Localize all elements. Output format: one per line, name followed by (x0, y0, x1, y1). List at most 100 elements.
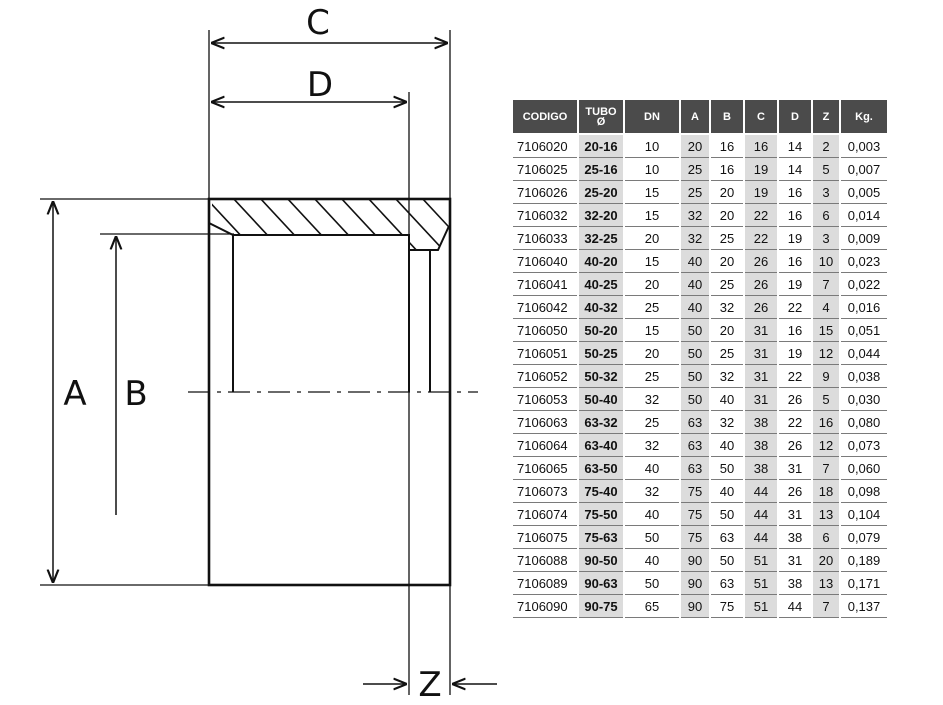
cell-b: 63 (711, 572, 743, 595)
cell-b: 40 (711, 434, 743, 457)
cell-d: 14 (779, 135, 811, 158)
cell-z: 12 (813, 434, 839, 457)
cell-c: 26 (745, 296, 777, 319)
label-c: C (306, 3, 330, 43)
cell-codigo: 7106041 (513, 273, 577, 296)
cell-d: 31 (779, 457, 811, 480)
cell-kg: 0,060 (841, 457, 887, 480)
cell-dn: 25 (625, 296, 679, 319)
cell-d: 19 (779, 342, 811, 365)
cell-z: 13 (813, 503, 839, 526)
cell-kg: 0,051 (841, 319, 887, 342)
cell-c: 31 (745, 319, 777, 342)
cell-a: 25 (681, 181, 709, 204)
cell-kg: 0,016 (841, 296, 887, 319)
cell-z: 2 (813, 135, 839, 158)
cell-kg: 0,079 (841, 526, 887, 549)
cell-z: 5 (813, 158, 839, 181)
cell-a: 75 (681, 480, 709, 503)
cell-codigo: 7106020 (513, 135, 577, 158)
hatched-section (212, 200, 449, 250)
cell-b: 25 (711, 273, 743, 296)
cell-a: 63 (681, 457, 709, 480)
cell-kg: 0,014 (841, 204, 887, 227)
cell-b: 25 (711, 342, 743, 365)
cell-z: 7 (813, 595, 839, 618)
cell-codigo: 7106053 (513, 388, 577, 411)
cell-z: 13 (813, 572, 839, 595)
col-header-label: B (723, 110, 731, 123)
cell-d: 16 (779, 319, 811, 342)
cell-tubo: 75-40 (579, 480, 623, 503)
cell-codigo: 7106040 (513, 250, 577, 273)
cell-kg: 0,044 (841, 342, 887, 365)
cell-dn: 40 (625, 503, 679, 526)
cell-b: 63 (711, 526, 743, 549)
col-header-label: Kg. (855, 110, 873, 123)
cell-d: 16 (779, 181, 811, 204)
col-header-kg: Kg. (841, 100, 887, 135)
cell-d: 44 (779, 595, 811, 618)
cell-tubo: 32-20 (579, 204, 623, 227)
cell-a: 90 (681, 595, 709, 618)
cell-c: 44 (745, 503, 777, 526)
cell-d: 38 (779, 526, 811, 549)
cell-dn: 25 (625, 411, 679, 434)
label-z: Z (418, 665, 441, 705)
cell-dn: 25 (625, 365, 679, 388)
cell-z: 7 (813, 273, 839, 296)
col-header-label: DN (644, 110, 660, 123)
cell-kg: 0,003 (841, 135, 887, 158)
cell-b: 32 (711, 411, 743, 434)
cell-dn: 15 (625, 319, 679, 342)
cell-b: 20 (711, 181, 743, 204)
col-header-z: Z (813, 100, 839, 135)
cell-c: 31 (745, 388, 777, 411)
cell-c: 19 (745, 181, 777, 204)
cell-a: 50 (681, 388, 709, 411)
cell-kg: 0,171 (841, 572, 887, 595)
cell-b: 20 (711, 319, 743, 342)
col-header-label: A (691, 110, 699, 123)
cell-z: 6 (813, 526, 839, 549)
cell-d: 26 (779, 434, 811, 457)
cell-b: 32 (711, 296, 743, 319)
cell-tubo: 90-75 (579, 595, 623, 618)
cell-codigo: 7106063 (513, 411, 577, 434)
cell-tubo: 25-20 (579, 181, 623, 204)
cell-z: 10 (813, 250, 839, 273)
cell-a: 25 (681, 158, 709, 181)
cell-d: 22 (779, 296, 811, 319)
cell-b: 75 (711, 595, 743, 618)
cell-codigo: 7106064 (513, 434, 577, 457)
cell-kg: 0,022 (841, 273, 887, 296)
cell-dn: 65 (625, 595, 679, 618)
cell-dn: 10 (625, 135, 679, 158)
cell-d: 16 (779, 204, 811, 227)
cell-a: 32 (681, 204, 709, 227)
cell-codigo: 7106050 (513, 319, 577, 342)
cell-b: 32 (711, 365, 743, 388)
cell-tubo: 50-25 (579, 342, 623, 365)
cell-codigo: 7106089 (513, 572, 577, 595)
cell-kg: 0,104 (841, 503, 887, 526)
cell-b: 25 (711, 227, 743, 250)
cell-a: 20 (681, 135, 709, 158)
cell-c: 19 (745, 158, 777, 181)
cell-tubo: 75-50 (579, 503, 623, 526)
cell-z: 6 (813, 204, 839, 227)
cell-b: 40 (711, 480, 743, 503)
